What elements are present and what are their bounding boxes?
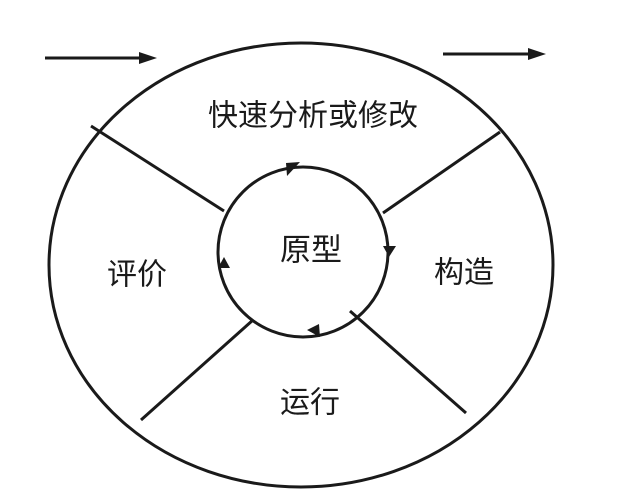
- segment-label-analysis: 快速分析或修改: [208, 99, 418, 134]
- cycle-arrow-top-icon: [286, 162, 300, 176]
- input-arrow-icon: [139, 52, 157, 64]
- divider-bottom-right: [349, 309, 467, 415]
- divider-bottom-left: [140, 318, 254, 422]
- core-label: 原型: [280, 233, 342, 269]
- output-arrow-icon: [528, 48, 546, 60]
- segment-label-construct: 构造: [434, 256, 494, 291]
- cycle-arrow-right-icon: [383, 246, 396, 257]
- divider-top-left: [90, 124, 225, 213]
- segment-label-evaluate: 评价: [107, 258, 167, 293]
- cycle-arrow-bottom-icon: [307, 324, 320, 337]
- divider-top-right: [382, 130, 501, 215]
- cycle-arrow-left-icon: [218, 257, 230, 268]
- outer-ring: [47, 41, 555, 489]
- segment-label-run: 运行: [280, 386, 340, 421]
